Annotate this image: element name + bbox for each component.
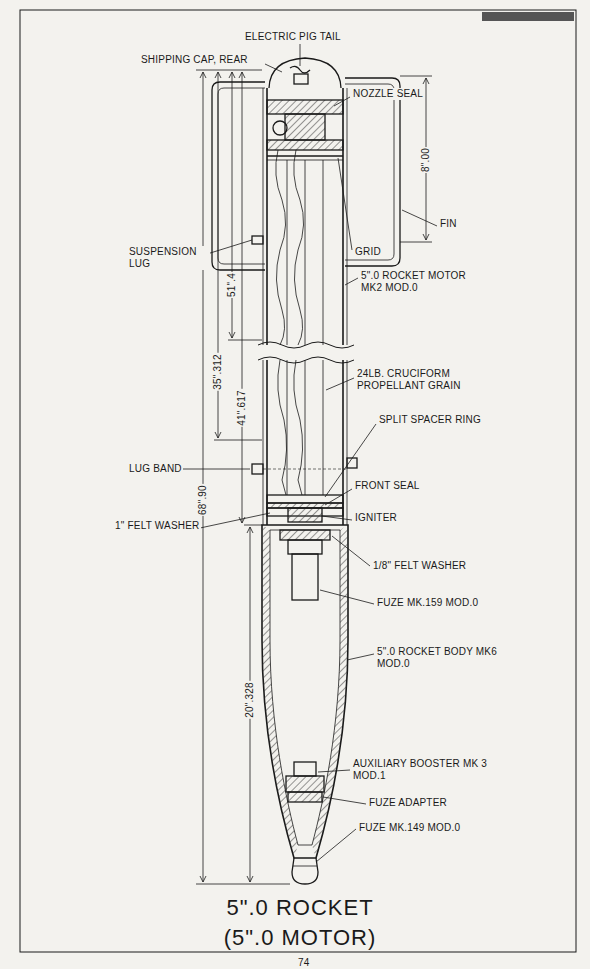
part-label: 1/8" FELT WASHER (372, 560, 467, 572)
part-label: IGNITER (354, 512, 398, 524)
dimension-label: 8".00 (420, 147, 432, 173)
lead-wire (276, 150, 286, 345)
part-label: 5".0 ROCKET MOTOR MK2 MOD.0 (360, 270, 487, 294)
part-label: FUZE ADAPTER (368, 797, 448, 809)
dimension-label: 41".617 (236, 389, 248, 427)
auxiliary-booster (286, 776, 324, 792)
fuze (288, 540, 322, 554)
part-label: GRID (354, 246, 382, 258)
fin (212, 82, 265, 270)
part-label: AUXILIARY BOOSTER MK 3 MOD.1 (352, 758, 504, 782)
wire-coil (273, 121, 287, 135)
part-label: 5".0 ROCKET BODY MK6 MOD.0 (376, 646, 503, 670)
lug-band (263, 469, 347, 470)
fuze (292, 554, 318, 600)
part-label: SPLIT SPACER RING (378, 414, 482, 426)
part-label: FUZE MK.159 MOD.0 (376, 597, 479, 609)
part-label: SHIPPING CAP, REAR (140, 54, 249, 66)
dimension-label: 35".312 (212, 353, 224, 391)
motor-tube (263, 88, 347, 345)
dimension-label: 68".90 (197, 484, 209, 516)
part-label: 1" FELT WASHER (114, 520, 201, 532)
pig-tail (290, 66, 310, 73)
break-line (258, 357, 354, 363)
lead-wire (278, 360, 287, 495)
part-label: SUSPENSION LUG (128, 246, 210, 270)
dimension-label: 20".328 (244, 681, 256, 719)
propellant-grain (287, 360, 323, 495)
auxiliary-booster (294, 762, 316, 776)
part-label: LUG BAND (128, 463, 183, 475)
page-frame (20, 10, 576, 952)
fin (218, 88, 265, 264)
part-label: NOZZLE SEAL (352, 88, 424, 100)
fin (345, 84, 394, 260)
part-label: 74 (297, 957, 311, 969)
lead-wire (294, 360, 303, 495)
suspension-lug (252, 236, 263, 244)
lead-wire (294, 150, 304, 345)
redaction-bar (482, 12, 574, 21)
motor-tube (267, 88, 343, 345)
front-seal (267, 503, 343, 508)
lug-band (252, 464, 263, 474)
grid (267, 155, 343, 156)
nozzle-seal (267, 100, 343, 114)
nozzle-plate (267, 140, 343, 150)
part-label: FRONT SEAL (354, 480, 421, 492)
fin (345, 78, 400, 266)
nozzle (285, 114, 325, 140)
propellant-grain (287, 160, 323, 345)
rocket-body (262, 525, 348, 858)
shipping-cap (269, 58, 341, 88)
part-label: FIN (439, 218, 458, 230)
nose-fuze (293, 866, 317, 867)
part-label: ELECTRIC PIG TAIL (244, 31, 342, 43)
break-line (258, 342, 354, 348)
part-label: FUZE MK.149 MOD.0 (358, 822, 461, 834)
pig-tail-plug (294, 74, 308, 84)
igniter (288, 508, 322, 522)
part-label: 24LB. CRUCIFORM PROPELLANT GRAIN (356, 368, 508, 392)
motor-tube (263, 360, 347, 525)
motor-tube (267, 360, 343, 525)
split-spacer-ring (267, 495, 343, 503)
drawing-title: 5".0 ROCKET (5".0 MOTOR) (205, 893, 395, 953)
dimension-label: 51".4 (226, 272, 238, 298)
nose-fuze (292, 858, 318, 884)
leader-lines (178, 44, 437, 862)
fuze-adapter (288, 792, 322, 802)
fuze-flange (280, 530, 330, 540)
